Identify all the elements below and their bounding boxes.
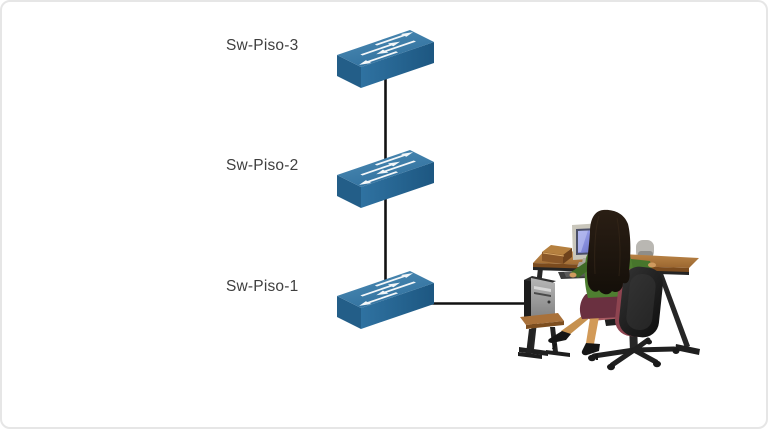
wooden-box [542, 245, 572, 264]
node-label-sw-piso-3: Sw-Piso-3 [226, 37, 299, 54]
node-label-sw-piso-2: Sw-Piso-2 [226, 157, 299, 174]
office-chair-backrest [615, 266, 663, 338]
workstation-illustration [518, 209, 700, 371]
switch-icon-sw-piso-3 [337, 30, 434, 88]
topology-links [384, 72, 538, 305]
switch-icon-sw-piso-1 [337, 271, 434, 329]
user-legs [548, 316, 600, 360]
user-hair [586, 209, 631, 295]
node-label-sw-piso-1: Sw-Piso-1 [226, 278, 299, 295]
computer-tower [518, 276, 570, 359]
switch-icon-sw-piso-2 [337, 150, 434, 208]
